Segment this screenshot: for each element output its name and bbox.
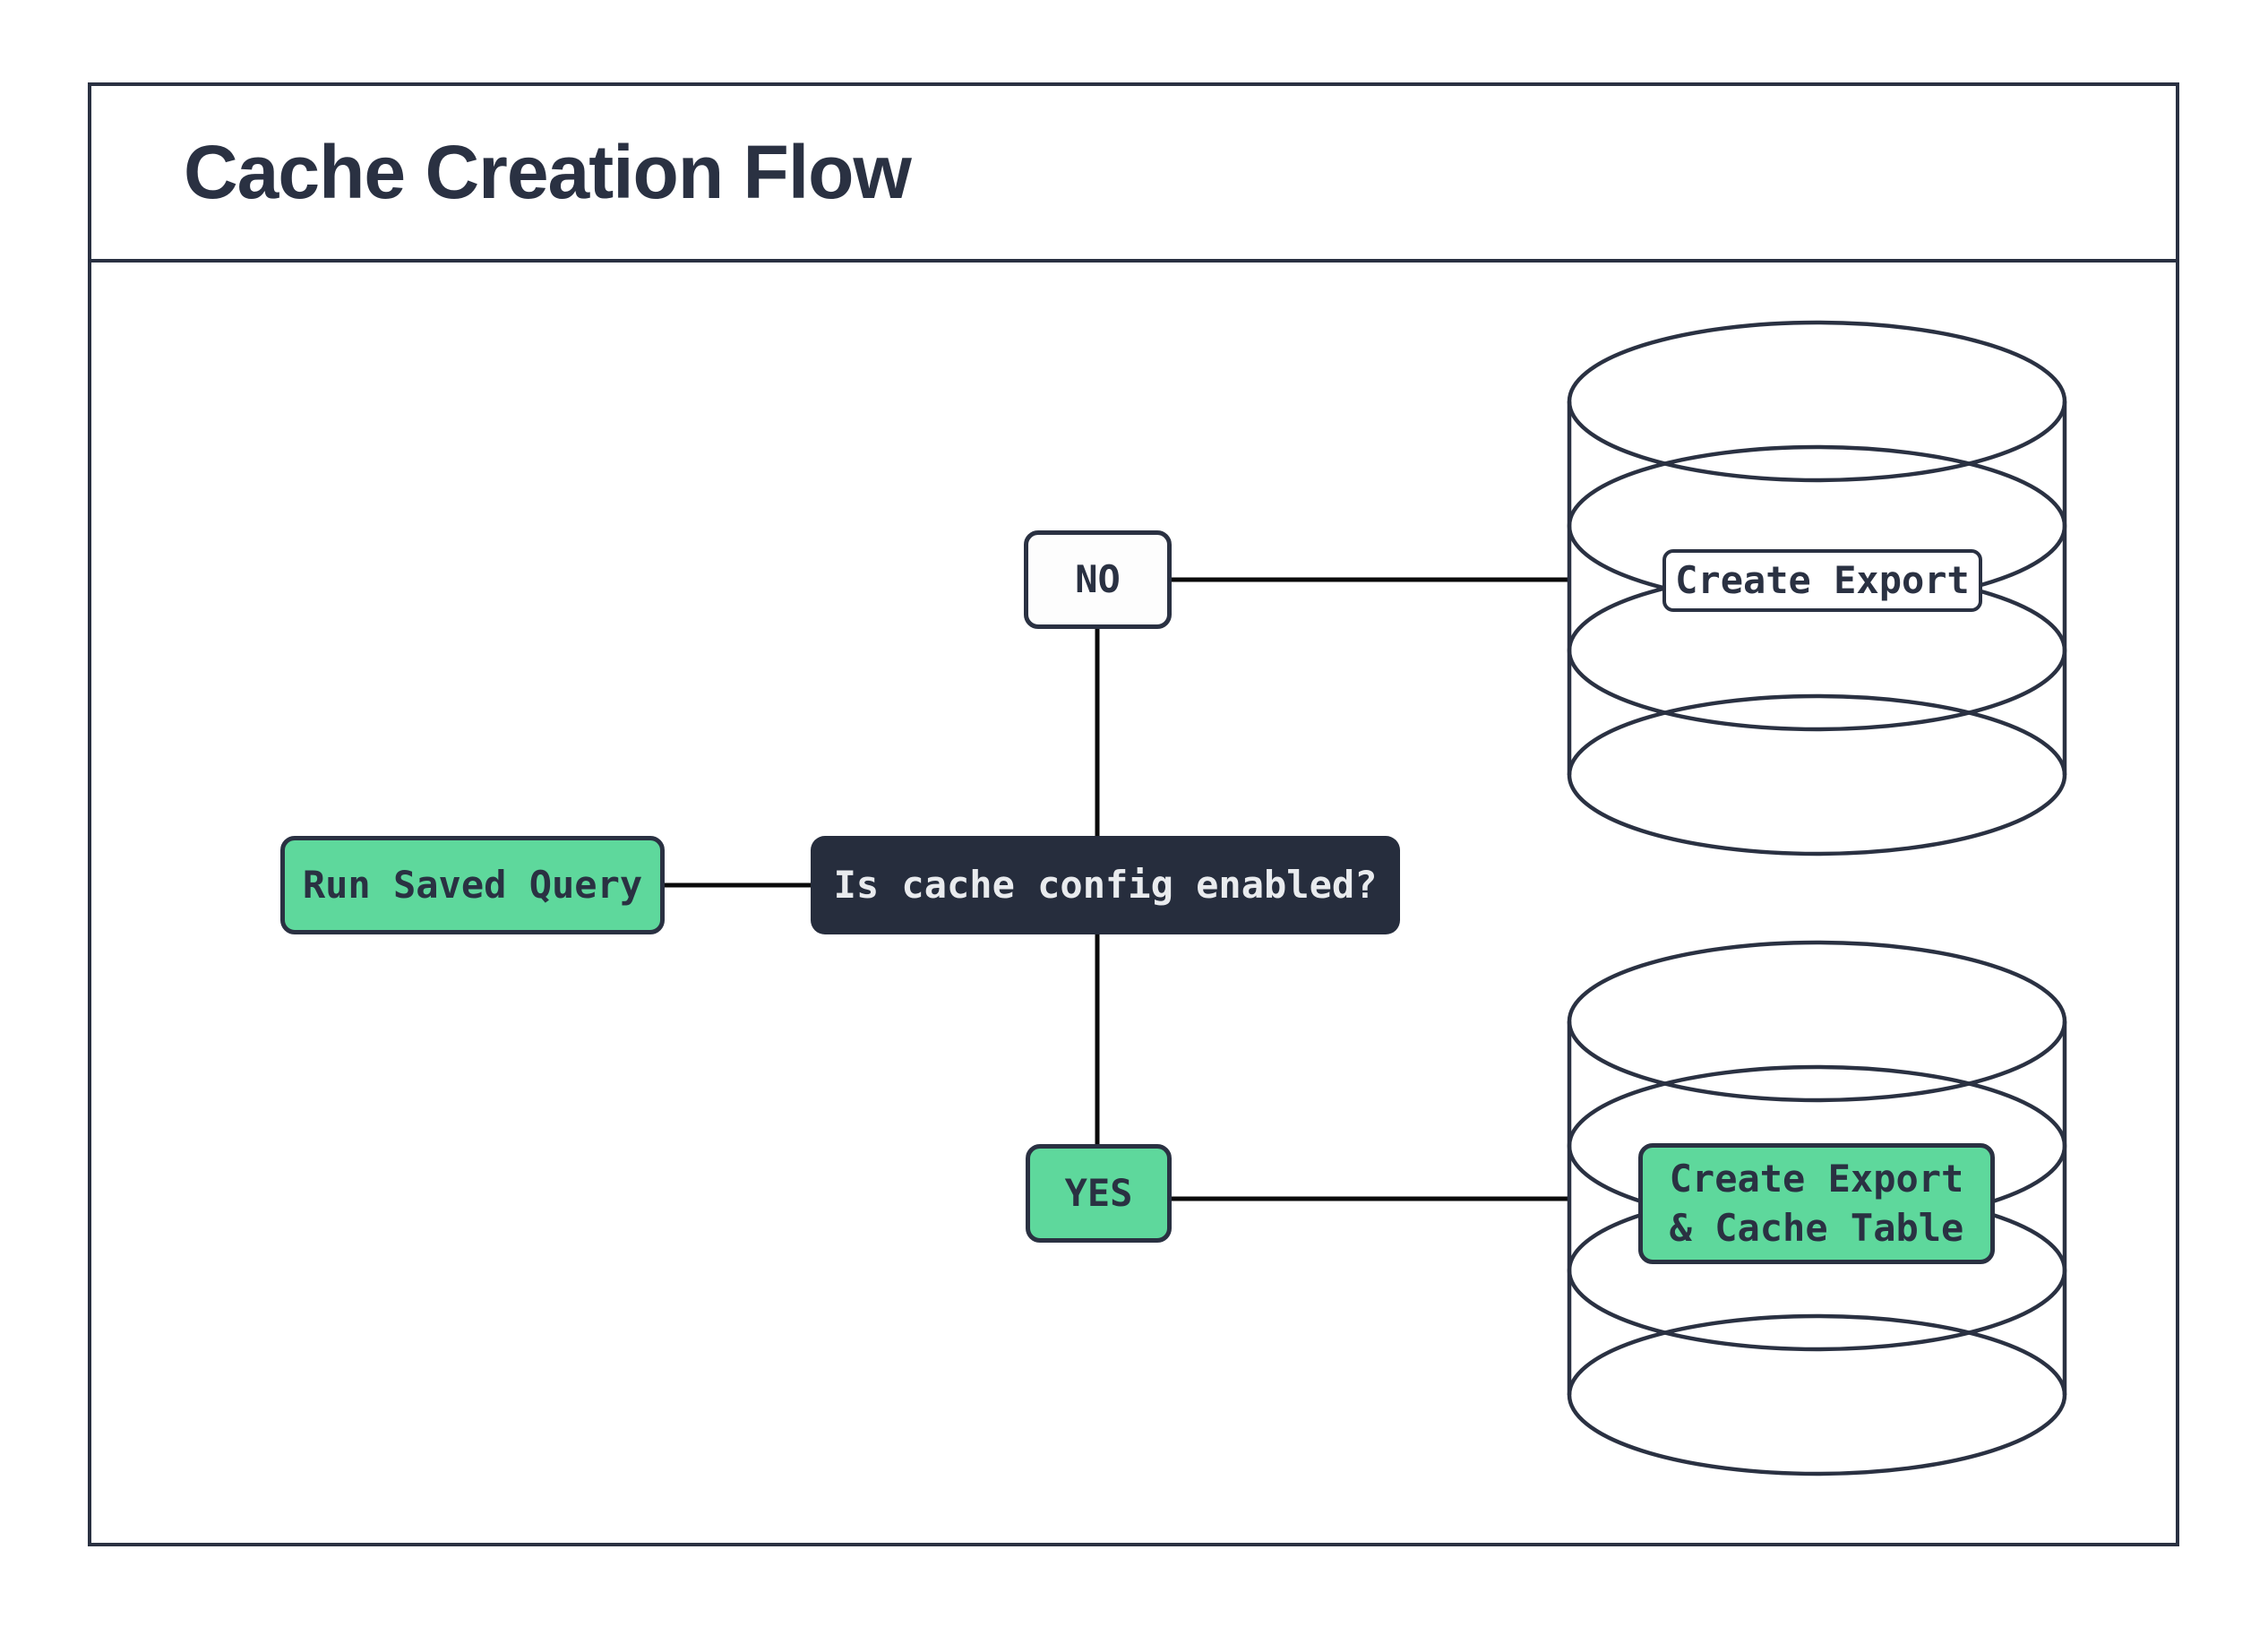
node-create-export-cache-line2: & Cache Table bbox=[1669, 1205, 1964, 1250]
database-cylinder-icon-bottom bbox=[1567, 940, 2067, 1476]
node-branch-no: NO bbox=[1024, 530, 1172, 629]
node-decision-label: Is cache config enabled? bbox=[833, 862, 1378, 907]
node-branch-yes-label: YES bbox=[1064, 1170, 1133, 1215]
node-run-saved-query-label: Run Saved Query bbox=[302, 862, 643, 907]
node-run-saved-query: Run Saved Query bbox=[280, 836, 665, 934]
node-create-export-cache-table: Create Export & Cache Table bbox=[1638, 1143, 1995, 1264]
node-create-export-cache-line1: Create Export bbox=[1669, 1156, 1964, 1201]
node-decision-cache-config: Is cache config enabled? bbox=[811, 836, 1400, 934]
database-cylinder-icon-top bbox=[1567, 320, 2067, 857]
page-title: Cache Creation Flow bbox=[184, 130, 912, 214]
node-create-export: Create Export bbox=[1662, 549, 1982, 612]
node-branch-yes: YES bbox=[1026, 1144, 1172, 1243]
flowchart-frame: Cache Creation Flow bbox=[88, 82, 2179, 1546]
title-bar: Cache Creation Flow bbox=[91, 86, 2176, 263]
node-branch-no-label: NO bbox=[1075, 556, 1121, 601]
node-create-export-label: Create Export bbox=[1675, 557, 1970, 602]
